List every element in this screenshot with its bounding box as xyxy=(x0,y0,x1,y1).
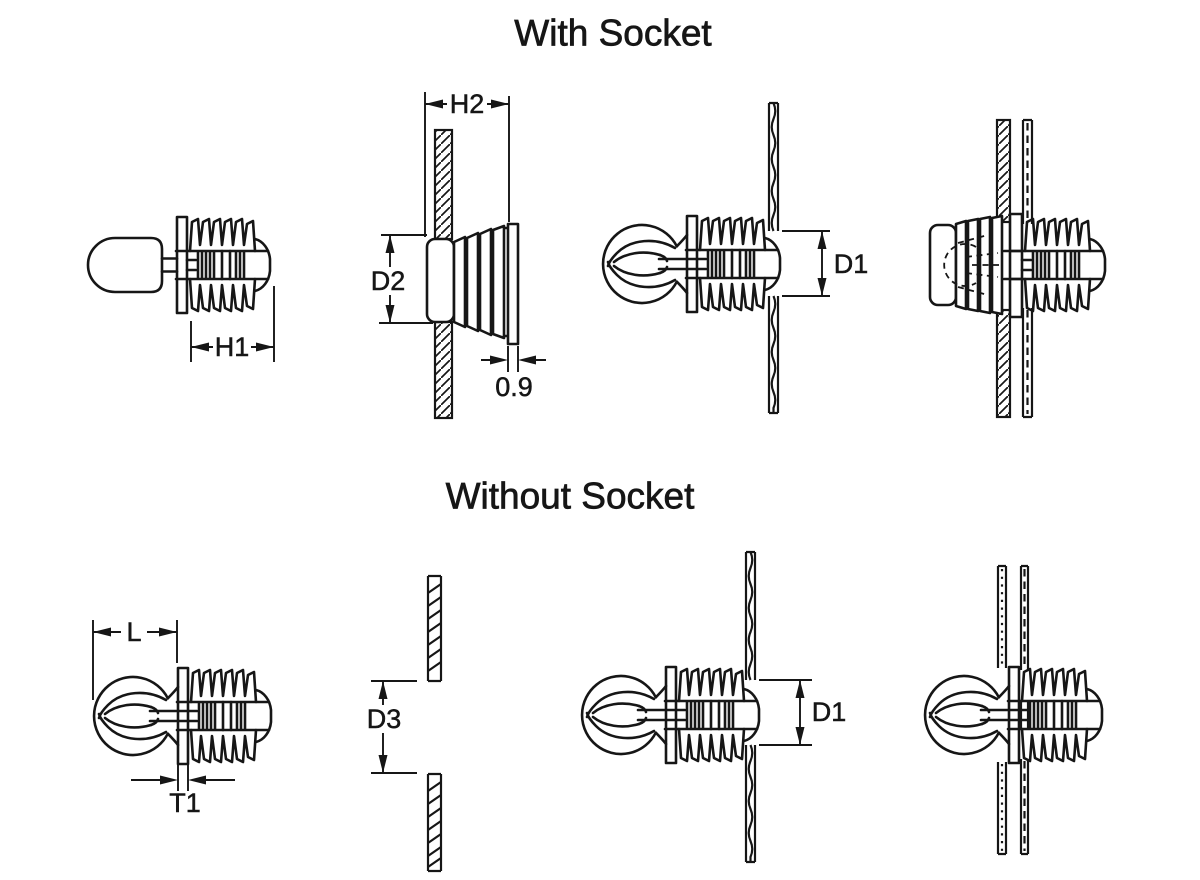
panel-upper-segment xyxy=(433,128,454,241)
dimension-l: L xyxy=(92,617,178,700)
clip-split-ball-head xyxy=(94,668,271,764)
dimension-t1: T1 xyxy=(131,763,235,818)
clip-split-ball-head xyxy=(582,667,759,763)
section-title-with-socket: With Socket xyxy=(514,13,712,54)
dimension-label-d1-top: D1 xyxy=(834,249,869,279)
dimension-d2: D2 xyxy=(368,234,433,324)
dimension-label-d2: D2 xyxy=(371,266,406,296)
figure-panel-hole: D3 xyxy=(365,574,443,873)
dimension-label-t1: T1 xyxy=(169,788,201,818)
figure-clip-socket-installed xyxy=(928,118,1107,419)
clip-flange xyxy=(1008,212,1024,319)
thick-panel-lower-segment xyxy=(995,308,1012,419)
clip-split-ball-head xyxy=(603,216,780,312)
dimension-d3: D3 xyxy=(365,680,417,774)
dimension-d1-bottom: D1 xyxy=(759,679,847,746)
dimension-label-0-9: 0.9 xyxy=(495,372,533,402)
dimension-label-d1-bottom: D1 xyxy=(812,697,847,727)
dimension-d1-top: D1 xyxy=(782,230,869,297)
thin-panel-cross-section xyxy=(744,550,757,864)
figure-clip-at-panel-hole-bottom: D1 xyxy=(582,550,847,864)
figure-clip-with-socket-side-view: H1 xyxy=(88,217,275,362)
left-panel-cross-section xyxy=(996,564,1008,856)
dimension-h1: H1 xyxy=(190,286,275,362)
section-title-without-socket: Without Socket xyxy=(446,476,696,517)
thin-panel-cross-section xyxy=(767,101,780,415)
dimension-label-l: L xyxy=(126,617,141,647)
fir-tree-shank xyxy=(1009,217,1107,313)
figure-socket-in-panel: H2 D2 0.9 xyxy=(368,89,546,420)
thin-panel-cross-section xyxy=(1021,118,1034,419)
socket-flange xyxy=(506,222,520,346)
dimension-flange-thickness: 0.9 xyxy=(481,346,546,402)
hidden-clip-head-inside-socket xyxy=(943,234,1002,296)
figure-clip-side-view: L T1 xyxy=(92,617,271,818)
clip-split-ball-head xyxy=(925,667,1102,763)
figure-clip-at-panel-hole-top: D1 xyxy=(603,101,869,415)
dimension-label-d3: D3 xyxy=(367,704,402,734)
dimension-label-h1: H1 xyxy=(215,332,250,362)
clip-with-bulb-head xyxy=(88,217,270,313)
dimension-h2: H2 xyxy=(424,89,510,237)
right-panel-cross-section xyxy=(1019,564,1030,856)
panel-lower-segment xyxy=(433,320,454,420)
thick-panel-upper-segment xyxy=(995,118,1012,224)
socket-cross-section xyxy=(425,222,520,346)
panel-cross-section xyxy=(426,574,443,873)
figure-clip-installed-two-panels xyxy=(925,564,1102,856)
dimension-label-h2: H2 xyxy=(450,89,485,119)
